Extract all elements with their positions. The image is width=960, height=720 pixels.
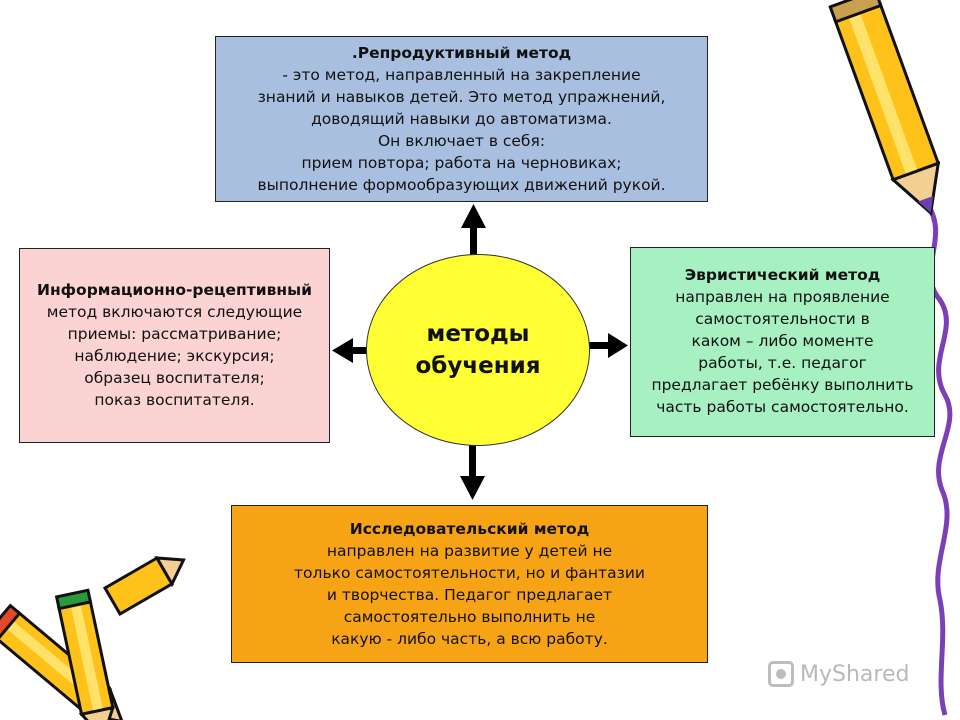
box-line: Он включает в себя: bbox=[377, 132, 546, 150]
arrow-down-head bbox=[460, 476, 485, 500]
box-line: часть работы самостоятельно. bbox=[656, 398, 909, 416]
arrow-down bbox=[469, 442, 476, 478]
box-line: показ воспитателя. bbox=[94, 391, 255, 409]
box-title: Эвристический метод bbox=[684, 266, 881, 284]
box-heuristic-method: Эвристический метод направлен на проявле… bbox=[630, 247, 935, 437]
box-line: предлагает ребёнку выполнить bbox=[651, 376, 914, 394]
arrow-up-head bbox=[461, 204, 486, 228]
arrow-up bbox=[470, 228, 477, 256]
box-line: знаний и навыков детей. Это метод упражн… bbox=[257, 88, 666, 106]
watermark-logo-icon bbox=[768, 661, 794, 687]
pencil-icon bbox=[828, 0, 941, 216]
box-line: какую - либо часть, а всю работу. bbox=[331, 630, 608, 648]
box-line: работы, т.е. педагог bbox=[698, 354, 867, 372]
box-line: доводящий навыки до автоматизма. bbox=[311, 110, 612, 128]
watermark: MyShared bbox=[768, 656, 938, 692]
box-line: и творчества. Педагог предлагает bbox=[326, 586, 613, 604]
center-label-line1: методы bbox=[426, 321, 530, 347]
box-title: Исследовательский метод bbox=[349, 520, 590, 538]
box-line: - это метод, направленный на закрепление bbox=[282, 66, 641, 84]
watermark-text: MyShared bbox=[800, 661, 910, 687]
box-title: .Репродуктивный метод bbox=[351, 44, 572, 62]
box-line: прием повтора; работа на черновиках; bbox=[301, 154, 622, 172]
box-line: наблюдение; экскурсия; bbox=[74, 347, 275, 365]
box-research-method: Исследовательский метод направлен на раз… bbox=[231, 505, 708, 663]
arrow-right bbox=[588, 342, 610, 349]
box-title: Информационно-рецептивный bbox=[37, 281, 312, 299]
box-reproductive-method: .Репродуктивный метод - это метод, напра… bbox=[215, 36, 708, 202]
box-line: самостоятельности в bbox=[695, 310, 870, 328]
box-line: направлен на развитие у детей не bbox=[326, 542, 613, 560]
box-line: направлен на проявление bbox=[675, 288, 890, 306]
pencil-icon bbox=[54, 588, 116, 720]
arrow-left-head bbox=[332, 338, 353, 363]
pencil-icon bbox=[102, 555, 186, 617]
box-line: образец воспитателя; bbox=[84, 369, 265, 387]
box-line: метод включаются следующие bbox=[46, 303, 303, 321]
center-label-line2: обучения bbox=[415, 353, 541, 379]
pencil-icon bbox=[0, 603, 125, 720]
box-line: приемы: рассматривание; bbox=[67, 325, 282, 343]
box-line: только самостоятельности, но и фантазии bbox=[294, 564, 645, 582]
center-ellipse-teaching-methods: методы обучения bbox=[366, 254, 590, 446]
box-line: самостоятельно выполнить не bbox=[343, 608, 596, 626]
arrow-right-head bbox=[608, 333, 628, 358]
box-line: каком – либо моменте bbox=[691, 332, 874, 350]
box-line: выполнение формообразующих движений руко… bbox=[257, 176, 666, 194]
box-informational-receptive-method: Информационно-рецептивный метод включают… bbox=[19, 248, 330, 443]
